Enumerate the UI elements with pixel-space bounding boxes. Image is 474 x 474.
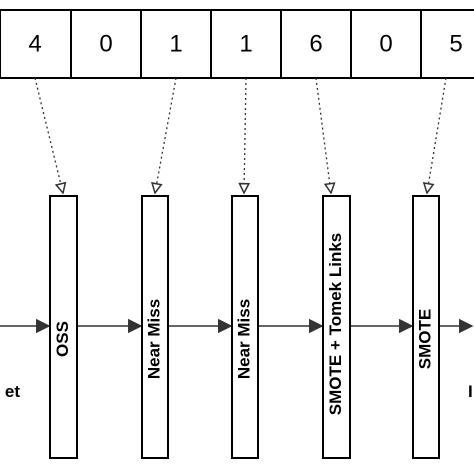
sequence-cell-7: 5 [420,9,474,79]
stage-smote-label: SMOTE [415,309,434,369]
stages: OSS Near Miss Near Miss SMOTE + Tomek Li… [49,195,440,459]
connector-cell-5-to-stage-4 [315,77,331,193]
cell-to-stage-connectors [34,77,447,193]
connector-cell-3-to-stage-2 [155,77,177,193]
stage-near-miss-1-label: Near Miss [144,299,163,379]
stage-oss: OSS [49,195,78,459]
stage-near-miss-2-label: Near Miss [234,299,253,379]
sequence-cell-1: 4 [0,9,72,79]
connector-cell-7-to-stage-5 [427,77,447,193]
stage-smote: SMOTE [412,195,440,459]
edge-label-left: et [5,382,20,401]
sequence-cell-2: 0 [70,9,142,79]
sequence-cell-1-value: 4 [28,30,41,57]
stage-near-miss-1: Near Miss [141,195,169,459]
edge-label-right: I [468,382,473,401]
connector-cell-4-to-stage-3 [244,77,246,193]
sequence-cell-4-value: 1 [239,30,252,57]
sequence-cell-3-value: 1 [169,30,182,57]
sequence-cell-6: 0 [350,9,422,79]
sequence-cell-3: 1 [140,9,212,79]
stage-oss-label: OSS [53,321,72,357]
stage-smote-tomek-links: SMOTE + Tomek Links [322,195,351,459]
sequence-cell-4: 1 [210,9,282,79]
sequence-cells: 4 0 1 1 6 0 5 [0,9,474,79]
sequence-cell-5: 6 [280,9,352,79]
stage-near-miss-2: Near Miss [231,195,259,459]
sequence-cell-7-value: 5 [449,30,462,57]
sequence-cell-5-value: 6 [309,30,322,57]
sequence-cell-2-value: 0 [99,30,112,57]
sequence-cell-6-value: 0 [379,30,392,57]
stage-smote-tomek-links-label: SMOTE + Tomek Links [326,233,345,415]
connector-cell-1-to-stage-1 [34,77,63,193]
